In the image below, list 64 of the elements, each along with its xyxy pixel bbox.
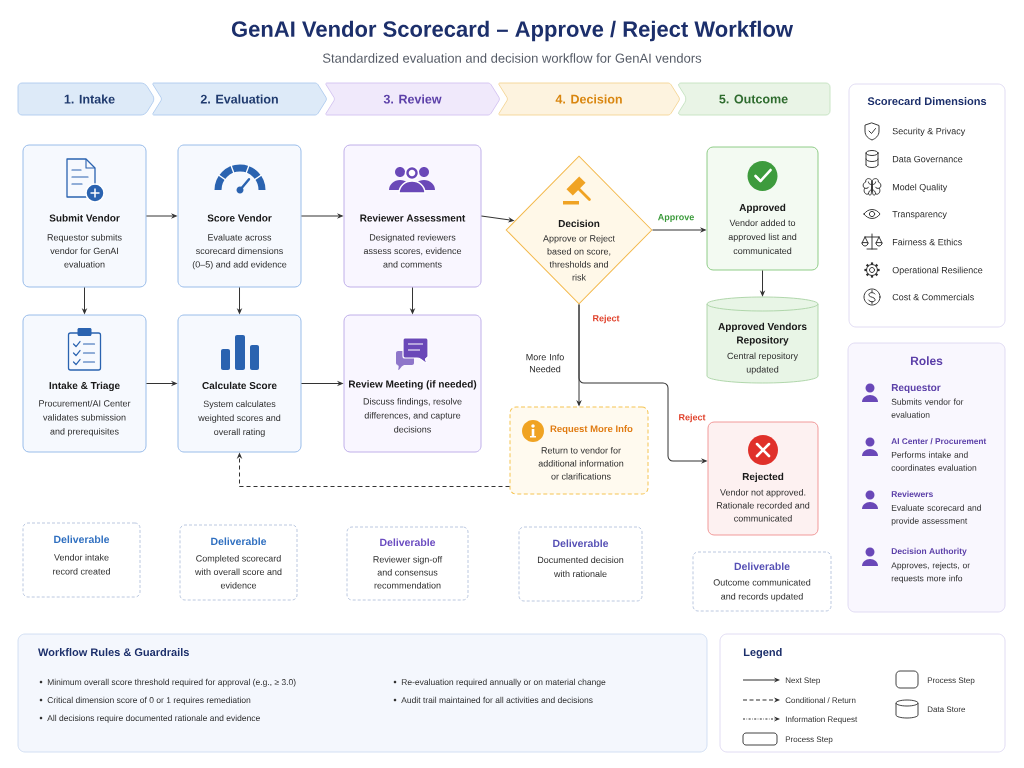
edge-label: More Info Needed <box>517 352 573 374</box>
legend-text: Information Request <box>785 716 858 724</box>
role-name: Decision Authority <box>891 547 967 556</box>
arrow <box>82 286 87 314</box>
arrow <box>578 304 707 464</box>
database-cylinder: Approved Vendors Repository Central repository updated <box>706 296 819 384</box>
role-description: Evaluate scorecard and provide assessment <box>891 504 981 526</box>
branch-label: Reject <box>591 313 621 325</box>
process-box: Review Meeting (if needed) Discuss findings, resolve differences, and capture decisions <box>343 314 482 453</box>
process-box: Request More Info Return to vendor for additional information or clarifications <box>509 406 649 495</box>
deliverable-box: Deliverable Reviewer sign-off and consensus recommendation <box>346 526 469 601</box>
arrow <box>480 215 514 223</box>
arrow <box>145 213 177 219</box>
arrow <box>652 227 706 233</box>
dimension-label: Cost & Commercials <box>892 293 974 301</box>
process-box: Score Vendor Evaluate across scorecard dimensions (0–5) and add evidence <box>177 144 302 288</box>
phase-header: 1. Intake <box>17 82 155 116</box>
phase-header: 3. Review <box>325 82 500 116</box>
role-description: Performs intake and coordinates evaluation <box>891 451 977 471</box>
arrow <box>300 213 343 219</box>
rule-text: Minimum overall score threshold required for approval (e.g., ≥ 3.0) <box>47 678 296 687</box>
dimension-label: Security & Privacy <box>892 127 966 137</box>
arrow <box>237 286 242 314</box>
dimension-label: Model Quality <box>892 183 948 193</box>
dimension-label: Data Governance <box>892 155 963 163</box>
outcome-box: Rejected Vendor not approved. Rationale recorded and communicated <box>707 421 819 536</box>
deliverable-box: Deliverable Vendor intake record created <box>22 522 141 598</box>
rule-text: All decisions require documented rationale and evidence <box>47 714 260 723</box>
dimension-label: Operational Resilience <box>892 266 983 276</box>
legend-text: Data Store <box>927 706 966 713</box>
arrow <box>145 381 177 386</box>
subtitle: Standardized evaluation and decision workflow for GenAI vendors <box>321 52 703 64</box>
title: GenAI Vendor Scorecard – Approve / Reject Workflow <box>231 20 794 42</box>
process-box: Submit Vendor Requestor submits vendor for GenAI evaluation <box>22 144 147 288</box>
process-box: Reviewer Assessment Designated reviewers assess scores, evidence and comments <box>343 144 482 288</box>
phase-header: 4. Decision <box>498 82 680 116</box>
arrow <box>300 381 343 386</box>
rule-text: Audit trail maintained for all activities and decisions <box>401 696 593 704</box>
edge-label: Approve <box>656 212 696 224</box>
arrow <box>410 286 415 314</box>
deliverable-box: Deliverable Completed scorecard with overall score and evidence <box>179 524 298 601</box>
role-description: Approves, rejects, or requests more info <box>891 562 970 583</box>
dimension-label: Fairness & Ethics <box>892 238 962 246</box>
phase-header: 2. Evaluation <box>152 82 327 116</box>
phase-header: 5. Outcome <box>678 82 831 116</box>
edge-label: Reject <box>677 412 707 424</box>
dimension-label: Transparency <box>892 211 947 220</box>
rule-text: Re-evaluation required annually or on material change <box>401 678 606 687</box>
deliverable-box: Deliverable Documented decision with rationale <box>518 526 643 602</box>
legend-text: Conditional / Return <box>785 697 856 704</box>
legend-text: Process Step <box>927 677 975 685</box>
role-name: Requestor <box>891 384 941 394</box>
role-description: Submits vendor for evaluation <box>891 398 964 418</box>
process-box: Calculate Score System calculates weighted scores and overall rating <box>177 314 302 453</box>
legend-text: Next Step <box>785 677 820 685</box>
outcome-box: Approved Vendor added to approved list and communicated <box>706 146 819 271</box>
process-box: Intake & Triage Procurement/AI Center validates submission and prerequisites <box>22 314 147 453</box>
arrow <box>760 269 765 296</box>
deliverable-box: Deliverable Outcome communicated and records updated <box>692 551 832 612</box>
role-name: Reviewers <box>891 490 933 498</box>
legend-text: Process Step <box>785 736 833 744</box>
role-name: AI Center / Procurement <box>891 438 987 445</box>
rule-text: Critical dimension score of 0 or 1 requires remediation <box>47 696 251 705</box>
dashed-arrow <box>237 453 510 487</box>
